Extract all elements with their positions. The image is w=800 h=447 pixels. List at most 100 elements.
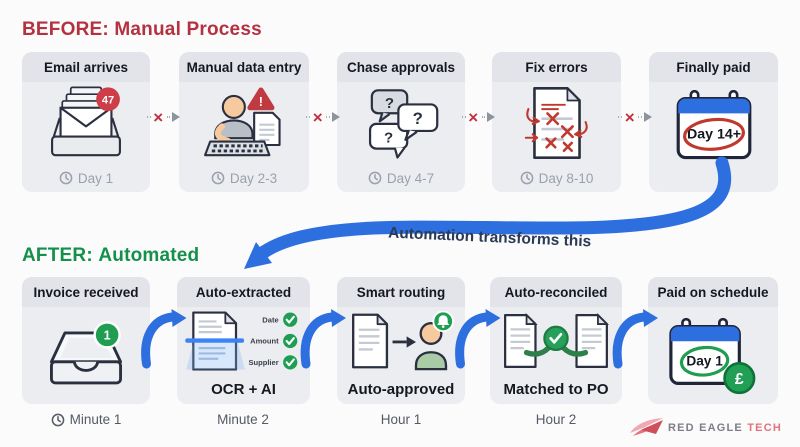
badge-count: 1: [104, 328, 111, 342]
before-subtitle: Manual Process: [114, 19, 262, 40]
card-title: Fix errors: [492, 52, 621, 82]
extracted-field-row: Amount: [250, 333, 297, 348]
field-label: Supplier: [248, 358, 278, 367]
count-badge: [93, 320, 121, 349]
warning-glyph: !: [259, 95, 263, 109]
x-mark-icon: ×: [312, 107, 323, 127]
card-email-arrives: Email arrives 47 Day 1: [22, 52, 150, 192]
correction-arrows: [524, 108, 588, 143]
time-label-reconciled: Hour 2: [486, 412, 626, 427]
arrowhead-icon: [332, 112, 340, 122]
field-label: Amount: [250, 336, 279, 345]
arrowhead-icon: [644, 112, 652, 122]
card-title: Email arrives: [22, 52, 150, 82]
after-subtitle: Automated: [98, 245, 200, 266]
before-heading: BEFORE: Manual Process: [22, 19, 262, 41]
card-auto-extracted: Auto-extracted Date Amount: [177, 277, 310, 404]
eagle-icon: [630, 418, 663, 436]
question-bubbles-icon: ? ? ?: [368, 89, 439, 159]
card-finally-paid: Finally paid Day 14+: [649, 52, 778, 192]
brand-logo: RED EAGLE TECH: [628, 416, 782, 440]
card-sublabel: Auto-approved: [347, 380, 455, 398]
matched-documents-icon: [504, 312, 610, 368]
card-manual-data-entry: Manual data entry ! Day 2-3: [179, 52, 309, 192]
card-title: Auto-reconciled: [490, 277, 622, 307]
inbox-mail-icon: 47: [51, 86, 121, 157]
pound-coin-icon: [723, 361, 756, 394]
card-title: Chase approvals: [337, 52, 465, 82]
calendar-paid-icon: Day 1 £: [669, 317, 756, 394]
route-arrow: [406, 335, 416, 348]
after-heading: AFTER: Automated: [22, 245, 199, 267]
time-text: Hour 1: [380, 412, 422, 427]
x-mark-icon: ×: [153, 107, 164, 127]
inbox-tray-icon: 1: [50, 320, 122, 384]
time-text: Minute 2: [217, 412, 269, 427]
calendar-text: Day 1: [686, 353, 723, 368]
card-chase-approvals: Chase approvals ? ? ? Day 4-7: [337, 52, 465, 192]
time-text: Day 4-7: [386, 170, 435, 186]
clock-icon: [59, 171, 73, 185]
logo-text-primary: RED EAGLE: [668, 422, 743, 434]
ocr-scan-document-icon: Date Amount Supplier: [184, 310, 297, 371]
blocked-connector: ×: [147, 107, 180, 127]
card-paid-on-schedule: Paid on schedule Day 1 £: [648, 277, 778, 404]
card-title: Manual data entry: [179, 52, 309, 82]
scan-beam: [185, 342, 245, 369]
card-auto-reconciled: Auto-reconciled Matched to PO: [490, 277, 622, 404]
time-label-routing: Hour 1: [331, 412, 471, 427]
blocked-connector: ×: [306, 107, 340, 127]
question-mark: ?: [384, 129, 393, 146]
time-row: Day 8-10: [492, 164, 621, 192]
time-text: Day 2-3: [229, 170, 278, 186]
arrowhead-icon: [487, 112, 495, 122]
time-text: Minute 1: [69, 412, 122, 427]
routing-person-icon: [352, 310, 454, 370]
automation-annotation: Automation transforms this: [387, 224, 592, 251]
badge-count: 47: [102, 95, 114, 107]
calendar-late-icon: Day 14+: [676, 90, 751, 160]
blocked-connector: ×: [462, 109, 495, 126]
question-mark: ?: [413, 109, 423, 128]
time-row: Day 4-7: [337, 164, 465, 192]
unread-badge: [96, 87, 120, 112]
clock-icon: [51, 413, 64, 426]
arrowhead-icon: [172, 112, 180, 122]
clock-icon: [520, 171, 533, 185]
red-circle-annotation: [682, 117, 745, 151]
card-title: Smart routing: [337, 277, 465, 307]
warning-icon: [247, 87, 275, 111]
card-sublabel: Matched to PO: [503, 380, 609, 398]
question-mark: ?: [385, 95, 394, 112]
card-smart-routing: Smart routing Auto-approved: [337, 277, 465, 404]
card-sublabel: OCR + AI: [211, 380, 276, 398]
green-circle-annotation: [679, 345, 730, 377]
extracted-field-row: Supplier: [248, 354, 297, 369]
logo-text-accent: TECH: [747, 422, 782, 434]
time-row: Day 1: [22, 164, 150, 192]
field-label: Date: [262, 315, 278, 324]
calendar-text: Day 14+: [686, 127, 740, 143]
clock-icon: [368, 171, 382, 185]
time-label-invoice: Minute 1: [16, 412, 156, 427]
clock-icon: [211, 171, 225, 185]
time-text: Hour 2: [535, 412, 577, 427]
x-mark-icon: ×: [624, 107, 635, 127]
time-text: Day 1: [77, 170, 114, 186]
time-label-extracted: Minute 2: [173, 412, 313, 427]
error-document-icon: [524, 87, 588, 159]
card-invoice-received: Invoice received 1: [22, 277, 150, 404]
pound-sign: £: [735, 370, 744, 387]
person-keyboard-icon: !: [204, 87, 281, 157]
time-row: Day 2-3: [179, 164, 309, 192]
time-text: Day 8-10: [538, 170, 594, 186]
extracted-field-row: Date: [262, 312, 297, 327]
before-label: BEFORE:: [22, 19, 109, 40]
scan-line: [184, 337, 244, 343]
card-fix-errors: Fix errors: [492, 52, 621, 192]
after-label: AFTER:: [22, 245, 93, 266]
card-title: Auto-extracted: [177, 277, 310, 307]
card-title: Invoice received: [22, 277, 150, 307]
card-title: Paid on schedule: [648, 277, 778, 307]
